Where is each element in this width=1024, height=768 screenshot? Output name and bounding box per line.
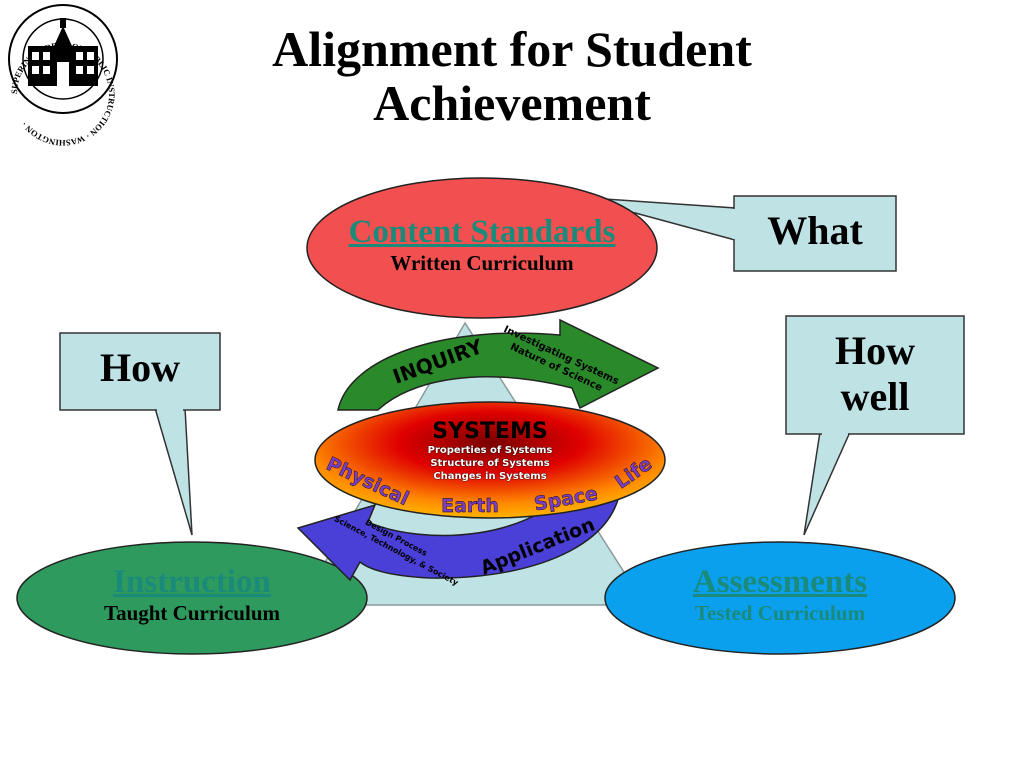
domain-earth-label: Earth	[441, 495, 499, 517]
systems-ellipse	[314, 401, 666, 519]
callout-how-well-label: How well	[786, 328, 964, 420]
assessments-label[interactable]: Assessments	[692, 564, 868, 600]
assessments-text: Assessments Tested Curriculum	[605, 564, 955, 626]
instruction-label[interactable]: Instruction	[113, 564, 271, 600]
application-arrow	[296, 469, 622, 582]
content-standards-text: Content Standards Written Curriculum	[307, 214, 657, 276]
callout-how-well-line-2: well	[840, 374, 910, 419]
callout-how	[59, 332, 221, 536]
page-title-line-2: Achievement	[373, 75, 651, 131]
building-icon	[28, 18, 98, 86]
callout-how-well-line-1: How	[835, 328, 915, 373]
inquiry-arrow	[337, 318, 660, 411]
taught-curriculum-label: Taught Curriculum	[103, 601, 280, 625]
page-title-line-1: Alignment for Student	[272, 21, 752, 77]
callout-how-well	[785, 315, 965, 536]
tested-curriculum-label: Tested Curriculum	[694, 601, 866, 625]
written-curriculum-label: Written Curriculum	[390, 251, 574, 275]
seal-logo: SUPERINTENDENT OF PUBLIC INSTRUCTION · W…	[8, 4, 118, 148]
systems-line-3: Changes in Systems	[433, 471, 547, 482]
callout-what-label: What	[767, 208, 863, 253]
systems-line-1: Properties of Systems	[427, 445, 553, 456]
systems-heading: SYSTEMS	[432, 419, 548, 444]
page-title: Alignment for Student Achievement	[0, 22, 1024, 130]
instruction-text: Instruction Taught Curriculum	[17, 564, 367, 626]
callout-how-label: How	[100, 345, 180, 390]
systems-line-2: Structure of Systems	[430, 458, 550, 469]
content-standards-oval	[306, 177, 658, 319]
assessments-oval	[604, 541, 956, 655]
content-standards-label[interactable]: Content Standards	[348, 214, 616, 250]
systems-text: SYSTEMS Properties of Systems Structure …	[400, 420, 580, 483]
instruction-oval	[16, 541, 368, 655]
